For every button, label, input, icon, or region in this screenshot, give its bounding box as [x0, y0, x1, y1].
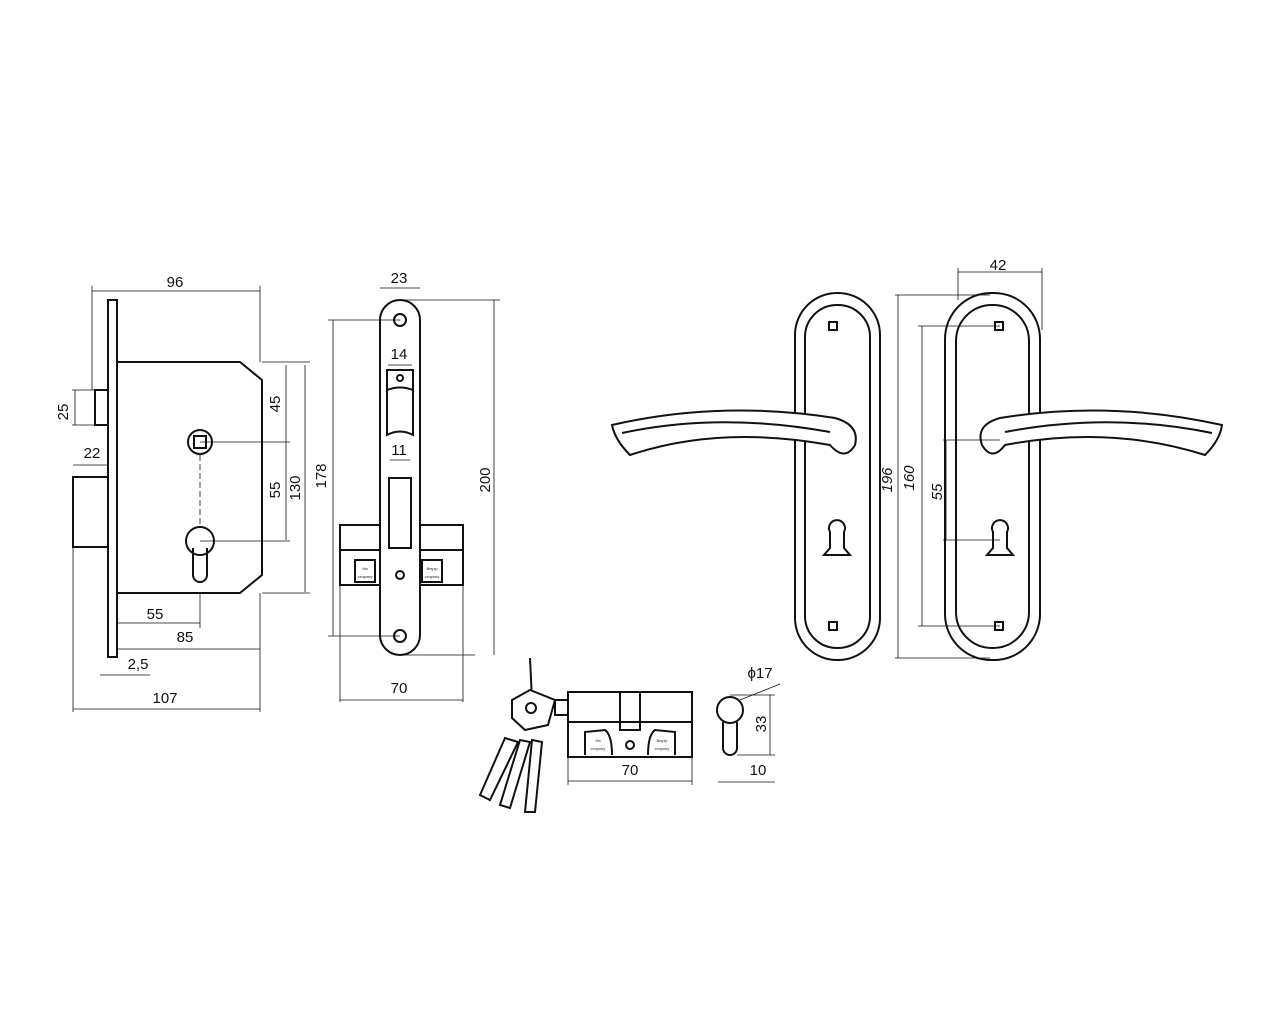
svg-text:Внутр: Внутр	[657, 738, 669, 743]
latch	[94, 389, 109, 426]
dim-14: 14	[391, 346, 408, 363]
dim-178: 178	[313, 463, 330, 488]
keyhole	[821, 519, 853, 556]
dim-11: 11	[391, 442, 407, 459]
dim-42: 42	[990, 257, 1007, 274]
dim-96: 96	[167, 274, 184, 291]
cylinder-with-keys: На сторону Внутр сторону 70 ϕ17 33 10	[478, 657, 781, 813]
svg-text:сторону: сторону	[425, 574, 440, 579]
dim-23: 23	[391, 270, 408, 287]
mortise-lock-side-view: 96 25 22 45 55 130 55 85 2,5 107	[55, 274, 310, 712]
dim-22: 22	[84, 445, 101, 462]
svg-text:Внутр: Внутр	[427, 566, 439, 571]
dim-55-handle: 55	[929, 483, 946, 500]
dim-70-strike: 70	[391, 680, 408, 697]
keys-icon	[478, 657, 569, 813]
lever-handle	[979, 409, 1224, 457]
dim-160: 160	[901, 465, 918, 491]
dim-200: 200	[477, 467, 494, 492]
dim-130: 130	[287, 475, 304, 500]
lever-handle	[610, 409, 857, 457]
dim-196: 196	[879, 467, 896, 493]
svg-text:сторону: сторону	[358, 574, 373, 579]
dim-55-vertical: 55	[267, 482, 284, 499]
keyhole	[984, 519, 1016, 556]
dim-85: 85	[177, 629, 194, 646]
bolt-opening	[388, 477, 412, 549]
handle-right: 42 196 160 55	[879, 257, 1224, 661]
cylinder-end-view	[716, 696, 744, 724]
deadbolt	[72, 476, 109, 548]
handle-plate-outer	[794, 292, 881, 661]
svg-text:На: На	[362, 566, 368, 571]
cylinder-body	[567, 691, 693, 758]
dim-33: 33	[753, 716, 770, 733]
dim-25: 25	[55, 404, 72, 421]
handle-left	[610, 292, 881, 661]
dim-45: 45	[267, 396, 284, 413]
faceplate-front-view: На сторону Внутр сторону 23 14 11 200 17…	[313, 270, 500, 702]
handle-plate-outer	[944, 292, 1041, 661]
dim-diameter-17: ϕ17	[747, 665, 772, 682]
dim-55-backset: 55	[147, 606, 164, 623]
svg-text:сторону: сторону	[655, 746, 670, 751]
svg-text:сторону: сторону	[591, 746, 606, 751]
dim-70-cylinder: 70	[622, 762, 639, 779]
svg-text:На: На	[595, 738, 601, 743]
dim-2-5: 2,5	[128, 656, 149, 673]
dim-10: 10	[750, 762, 767, 779]
lock-body	[116, 361, 263, 594]
lock-faceplate-edge	[107, 299, 118, 658]
dim-107: 107	[152, 690, 177, 707]
